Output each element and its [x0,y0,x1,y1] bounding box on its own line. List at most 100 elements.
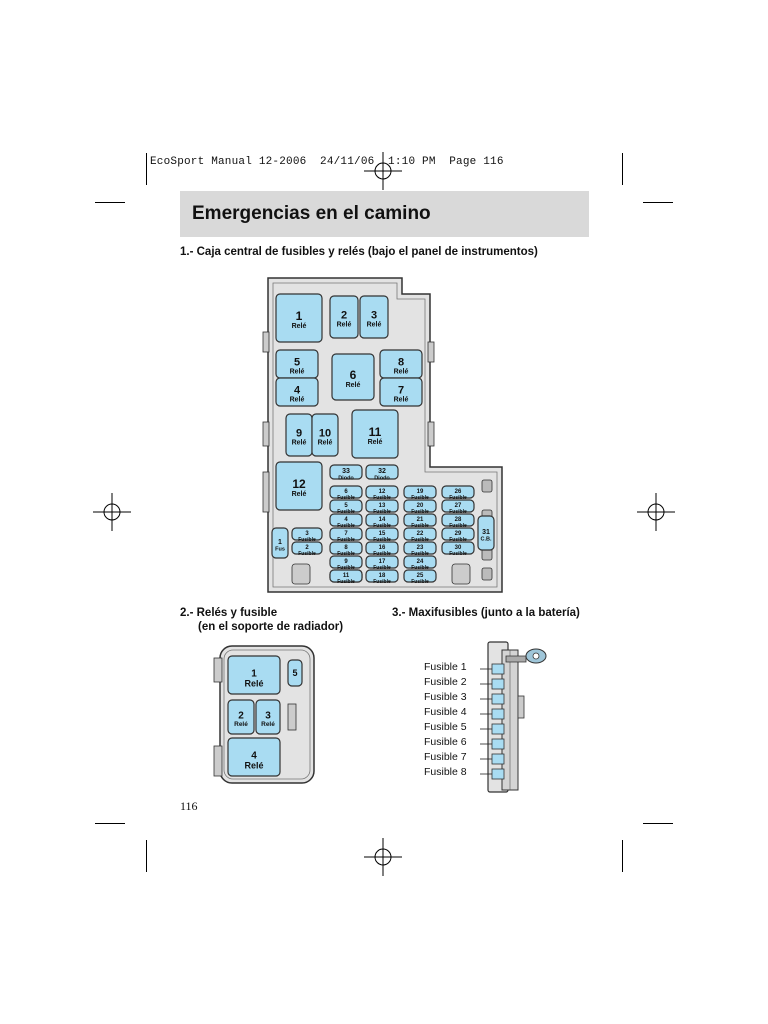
fuse-15-body [365,527,399,541]
registration-mark-right [637,493,675,531]
fuse-13-number: 13 [379,503,386,509]
fuse-13-label: Fusible [373,509,391,515]
crop-mark [95,823,125,824]
maxifuse-label-text: Fusible 4 [424,706,467,718]
fuse-3-number: 3 [305,531,309,537]
maxifuse-5 [491,723,505,735]
relay-9-number: 9 [296,428,302,440]
fuse-20-number: 20 [417,503,424,509]
page-title: Emergencias en el camino [192,203,431,224]
maxifuse-label-3: Fusible 3 [424,691,467,703]
relay-4-number: 4 [294,385,301,397]
fuse-28-number: 28 [455,517,462,523]
maxifuse-label-8: Fusible 8 [424,766,467,778]
fuse-27-number: 27 [455,503,462,509]
fuse-30-body [441,541,475,555]
relay-4-body [275,377,319,407]
fuse-23-number: 23 [417,545,424,551]
diode-33-label: Diodo [338,476,354,482]
relay-3-number: 3 [371,310,377,322]
relay-10-body [311,413,339,457]
radiator-relay-3-label: Relé [261,721,275,728]
fuse-16-number: 16 [379,545,386,551]
crop-mark [146,153,147,185]
fuse-5-number: 5 [344,503,348,509]
radiator-relay-4-number: 4 [251,751,257,762]
fuse-8-label: Fusible [337,551,355,557]
radiator-relay-4-label: Relé [244,761,263,771]
diode-32-number: 32 [378,468,386,475]
fuse-19-number: 19 [417,489,424,495]
fuse-14-body [365,513,399,527]
fuse-1-body [271,527,289,559]
maxifuse-label-text: Fusible 3 [424,691,467,703]
relay-4-label: Relé [290,397,305,404]
fuse-20-body [403,499,437,513]
print-slug: EcoSport Manual 12-2006 24/11/06 1:10 PM… [150,156,504,168]
fuse-16-label: Fusible [373,551,391,557]
relay-5-label: Relé [290,369,305,376]
relay-1-label: Relé [292,323,307,330]
crop-mark [622,840,623,872]
fuse-4-number: 4 [344,517,348,523]
diode-33-body [329,464,363,480]
fuse-30-label: Fusible [449,551,467,557]
title-banner: Emergencias en el camino [180,191,589,237]
fuse-25-number: 25 [417,573,424,579]
fuse-22-number: 22 [417,531,424,537]
fuse-25-label: Fusible [411,579,429,585]
fuse-24-number: 24 [417,559,424,565]
fuse-30-number: 30 [455,545,462,551]
fuse-18-body [365,569,399,583]
breaker-31-body [477,515,495,551]
maxifuse-label-5: Fusible 5 [424,721,467,733]
maxifuse-label-text: Fusible 8 [424,766,467,778]
fuse-7-number: 7 [344,531,348,537]
fuse-20-label: Fusible [411,509,429,515]
fuse-14-number: 14 [379,517,386,523]
maxifuse-label-4: Fusible 4 [424,706,467,718]
maxifuse-8 [491,768,505,780]
fuse-19-label: Fusible [411,495,429,501]
fuse-23-label: Fusible [411,551,429,557]
fuse-26-number: 26 [455,489,462,495]
relay-5-number: 5 [294,357,300,369]
crop-mark [643,823,673,824]
diode-32-body [365,464,399,480]
fuse-11-label: Fusible [337,579,355,585]
fuse-14-label: Fusible [373,523,391,529]
fuse-19-body [403,485,437,499]
fuse-22-label: Fusible [411,537,429,543]
relay-8-label: Relé [394,369,409,376]
relay-10-number: 10 [319,428,331,440]
fuse-27-body [441,499,475,513]
fuse-11-body [329,569,363,583]
section-3-title: 3.- Maxifusibles (junto a la batería) [392,607,580,619]
maxifuse-6 [491,738,505,750]
maxifuse-label-text: Fusible 2 [424,676,467,688]
fuse-3-body [291,527,323,541]
radiator-relay-1-body [227,655,281,695]
relay-1-body [275,293,323,343]
